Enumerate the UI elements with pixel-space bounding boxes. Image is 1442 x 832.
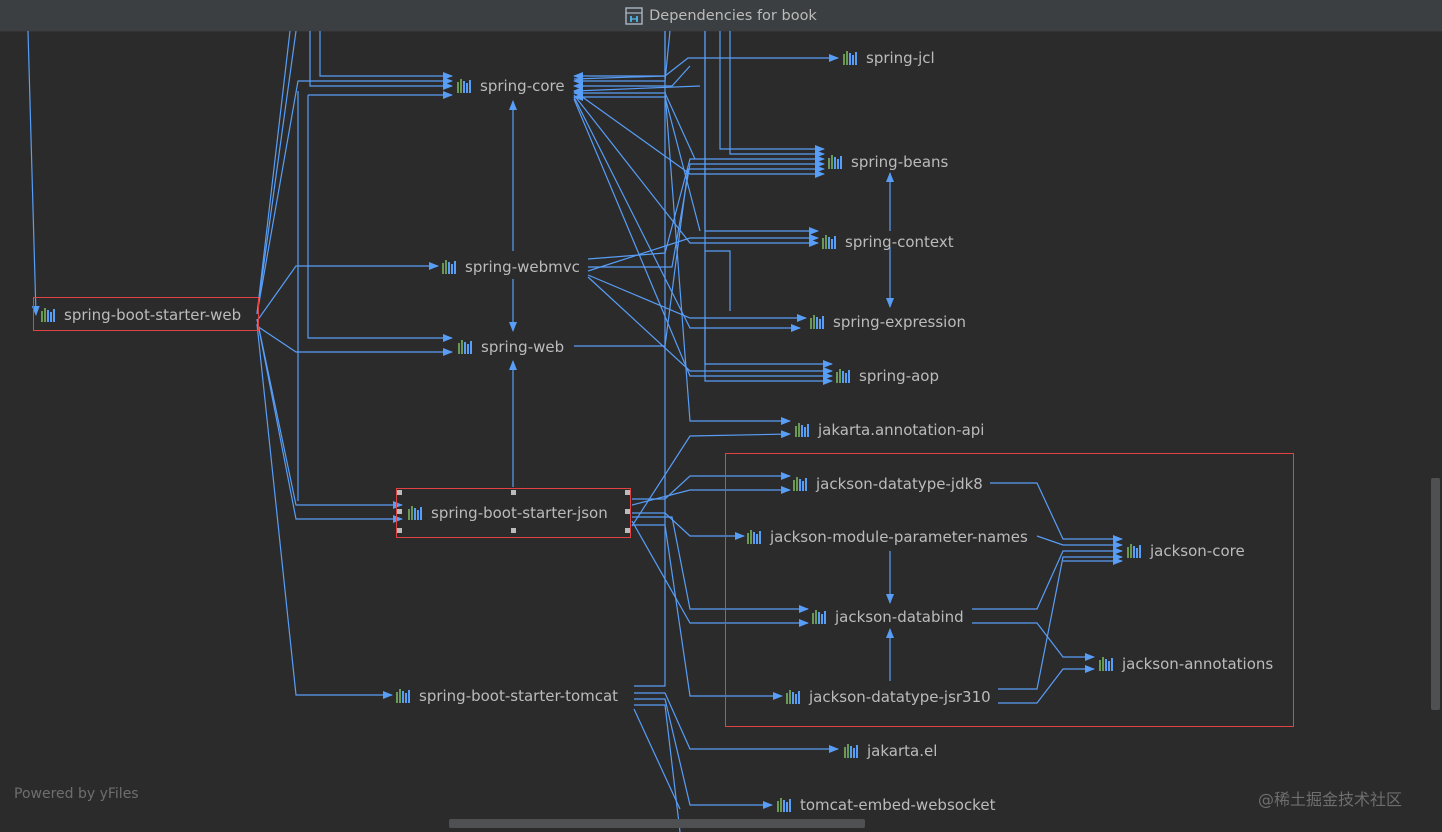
node-label: jakarta.annotation-api [818,421,985,439]
library-icon [396,689,414,703]
node-label: jackson-module-parameter-names [770,528,1028,546]
node-label: jakarta.el [867,742,938,760]
library-icon [786,690,804,704]
resize-handle[interactable] [397,509,402,514]
dependency-graph-edges [27,31,1123,832]
library-icon [747,530,765,544]
node-spring-jcl[interactable]: spring-jcl [843,47,935,69]
window-title: Dependencies for book [649,7,817,24]
node-label: spring-boot-starter-web [64,306,242,324]
library-icon [812,610,830,624]
library-icon [836,369,854,383]
resize-handle[interactable] [625,490,630,495]
node-jackson-datatype-jdk8[interactable]: jackson-datatype-jdk8 [793,473,983,495]
library-icon [843,51,861,65]
node-spring-webmvc[interactable]: spring-webmvc [442,256,580,278]
library-icon [442,260,460,274]
node-label: jackson-datatype-jdk8 [816,475,983,493]
node-spring-web[interactable]: spring-web [458,336,564,358]
dependencies-icon [625,6,643,25]
node-spring-boot-starter-json[interactable]: spring-boot-starter-json [408,502,608,524]
node-label: jackson-core [1150,542,1245,560]
node-label: spring-expression [833,313,967,331]
node-label: spring-context [845,233,954,251]
node-label: spring-boot-starter-json [431,504,608,522]
library-icon [793,477,811,491]
horizontal-scrollbar[interactable] [449,819,865,828]
node-label: spring-webmvc [465,258,580,276]
library-icon [810,315,828,329]
library-icon [828,155,846,169]
node-spring-core[interactable]: spring-core [457,75,565,97]
node-label: spring-jcl [866,49,935,67]
node-jackson-annotations[interactable]: jackson-annotations [1099,653,1273,675]
node-label: spring-core [480,77,565,95]
library-icon [458,340,476,354]
node-label: tomcat-embed-websocket [800,796,996,814]
node-spring-boot-starter-tomcat[interactable]: spring-boot-starter-tomcat [396,685,618,707]
node-jakarta-annotation-api[interactable]: jakarta.annotation-api [795,419,984,441]
node-label: jackson-databind [835,608,964,626]
node-label: spring-beans [851,153,949,171]
library-icon [457,79,475,93]
node-jackson-module-parameter-names[interactable]: jackson-module-parameter-names [747,526,1028,548]
resize-handle[interactable] [511,490,516,495]
node-jackson-databind[interactable]: jackson-databind [812,606,964,628]
node-spring-context[interactable]: spring-context [822,231,954,253]
selection-box-spring-boot-starter-json [396,488,631,538]
resize-handle[interactable] [625,528,630,533]
node-label: jackson-datatype-jsr310 [809,688,991,706]
node-label: spring-web [481,338,565,356]
node-tomcat-embed-websocket[interactable]: tomcat-embed-websocket [777,794,995,816]
library-icon [844,744,862,758]
node-label: jackson-annotations [1122,655,1274,673]
title-bar: Dependencies for book [0,0,1442,32]
powered-by-label: Powered by yFiles [14,786,139,802]
node-jackson-core[interactable]: jackson-core [1127,540,1245,562]
node-spring-boot-starter-web[interactable]: spring-boot-starter-web [41,304,241,326]
watermark: @稀土掘金技术社区 [1258,790,1403,809]
selection-box-spring-boot-starter-web [33,297,259,331]
resize-handle[interactable] [397,490,402,495]
library-icon [41,308,59,322]
node-spring-beans[interactable]: spring-beans [828,151,948,173]
library-icon [777,798,795,812]
resize-handle[interactable] [625,509,630,514]
node-jakarta-el[interactable]: jakarta.el [844,740,937,762]
node-jackson-datatype-jsr310[interactable]: jackson-datatype-jsr310 [786,686,991,708]
jackson-group-box [725,453,1294,727]
node-label: spring-aop [859,367,940,385]
library-icon [795,423,813,437]
library-icon [1127,544,1145,558]
library-icon [408,506,426,520]
node-label: spring-boot-starter-tomcat [419,687,619,705]
library-icon [822,235,840,249]
node-spring-aop[interactable]: spring-aop [836,365,939,387]
resize-handle[interactable] [511,528,516,533]
resize-handle[interactable] [397,528,402,533]
vertical-scrollbar[interactable] [1431,478,1440,710]
node-spring-expression[interactable]: spring-expression [810,311,966,333]
library-icon [1099,657,1117,671]
